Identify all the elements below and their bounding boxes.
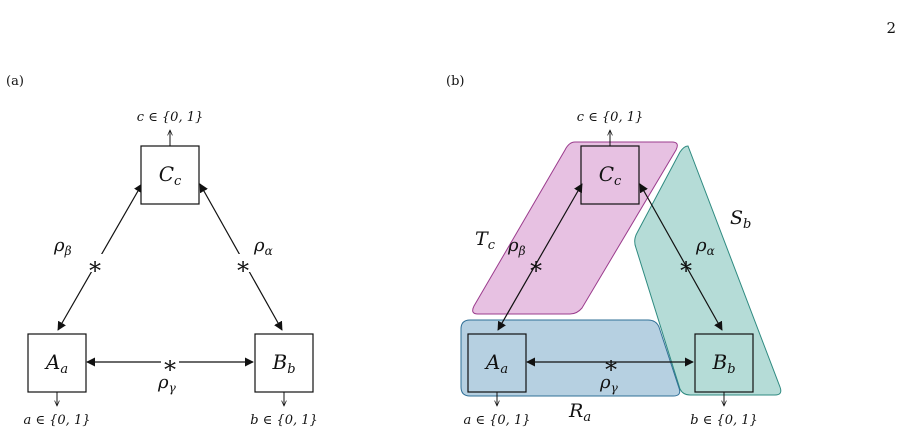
source-beta: ∗ ρβ — [507, 235, 544, 280]
svg-text:ρα: ρα — [253, 235, 273, 258]
output-label-c: c ∈ {0, 1} — [137, 110, 204, 125]
region-s-label: Sb — [730, 207, 751, 232]
svg-text:ρβ: ρβ — [507, 235, 526, 258]
output-label-b: b ∈ {0, 1} — [690, 413, 758, 428]
output-label-a: a ∈ {0, 1} — [24, 413, 91, 428]
source-star: ∗ — [678, 252, 694, 280]
source-alpha: ∗ ρα — [678, 235, 715, 280]
page-number: 2 — [886, 19, 896, 37]
node-c: Cc — [140, 145, 200, 205]
output-label-a: a ∈ {0, 1} — [464, 413, 531, 428]
output-label-c: c ∈ {0, 1} — [577, 110, 644, 125]
svg-text:ργ: ργ — [599, 372, 619, 395]
node-c: Cc — [580, 145, 640, 205]
node-b: Bb — [254, 333, 314, 393]
edge-c-b — [639, 183, 723, 331]
svg-text:ργ: ργ — [157, 372, 177, 395]
svg-text:ρα: ρα — [695, 235, 715, 258]
svg-text:Cc: Cc — [159, 162, 182, 189]
region-r-label: Ra — [568, 400, 591, 425]
node-a: Aa — [27, 333, 87, 393]
svg-text:Aa: Aa — [484, 350, 508, 377]
edge-a-c — [497, 183, 583, 331]
panel-b-label: (b) — [446, 74, 464, 89]
svg-text:Bb: Bb — [271, 350, 295, 377]
source-gamma: ∗ ργ — [599, 351, 619, 395]
svg-text:Cc: Cc — [599, 162, 622, 189]
panel-a: (a) Cc Aa Bb c ∈ {0, 1} a ∈ {0, 1} b ∈ {… — [6, 74, 318, 428]
panel-b: (b) Cc Aa Bb c ∈ {0, 1} a ∈ {0, 1} b ∈ {… — [446, 74, 782, 428]
region-t-label: Tc — [475, 228, 496, 253]
source-star: ∗ — [162, 351, 178, 379]
panel-a-label: (a) — [6, 74, 24, 89]
node-a: Aa — [467, 333, 527, 393]
output-label-b: b ∈ {0, 1} — [250, 413, 318, 428]
svg-text:Aa: Aa — [44, 350, 68, 377]
source-star: ∗ — [87, 252, 103, 280]
svg-text:ρβ: ρβ — [53, 235, 72, 258]
source-alpha: ∗ ρα — [234, 235, 273, 280]
source-star: ∗ — [603, 351, 619, 379]
source-star: ∗ — [528, 252, 544, 280]
source-beta: ∗ ρβ — [53, 235, 104, 280]
svg-text:Bb: Bb — [711, 350, 735, 377]
node-b: Bb — [694, 333, 754, 393]
source-gamma: ∗ ργ — [157, 351, 179, 395]
source-star: ∗ — [235, 252, 251, 280]
